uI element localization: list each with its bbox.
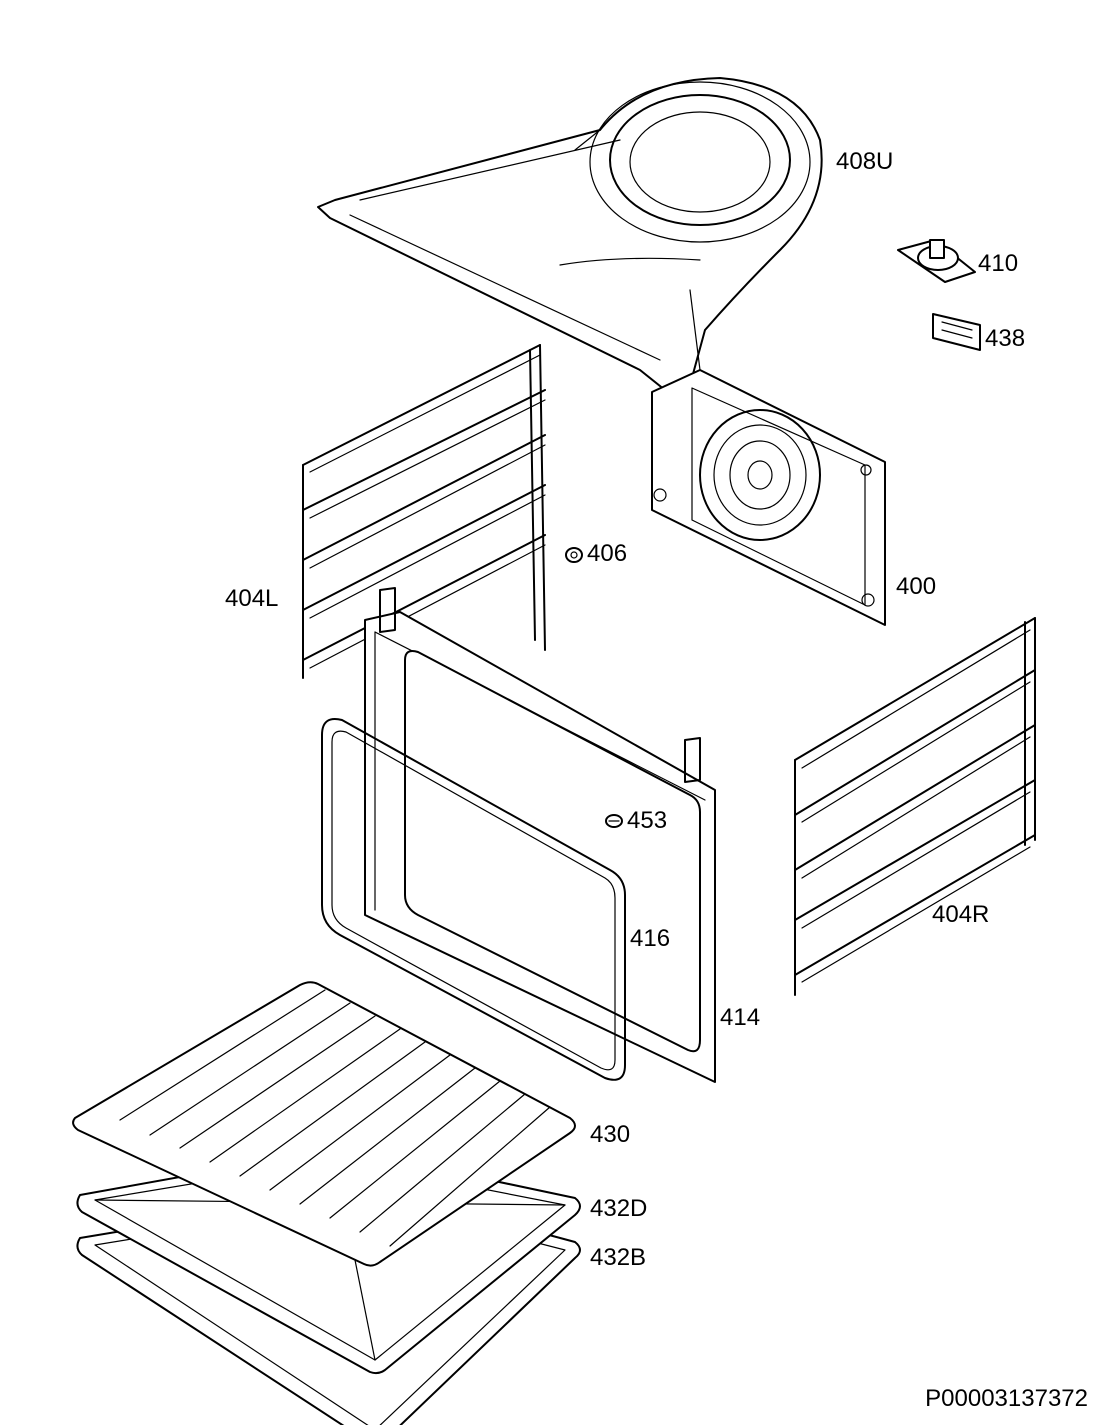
label-416: 416 (630, 925, 671, 952)
part-438-bracket (932, 313, 981, 351)
part-414-oven-frame (364, 587, 716, 1083)
part-406-nut (565, 547, 583, 563)
label-410: 410 (978, 250, 1019, 277)
part-430-wire-rack (72, 981, 576, 1267)
part-453-screw (605, 814, 623, 828)
drawing-code: P00003137372 (925, 1385, 1088, 1412)
part-416-door-gasket (321, 718, 626, 1081)
label-414: 414 (720, 1004, 761, 1031)
label-404R: 404R (932, 901, 990, 928)
label-400: 400 (896, 573, 937, 600)
label-438: 438 (985, 325, 1026, 352)
label-406: 406 (587, 540, 628, 567)
part-404L-left-shelf-rail (302, 344, 546, 679)
label-453: 453 (627, 807, 668, 834)
part-404R-right-shelf-rail (794, 617, 1036, 996)
label-432B: 432B (590, 1244, 647, 1271)
label-432D: 432D (590, 1195, 648, 1222)
label-404L: 404L (225, 585, 279, 612)
part-400-back-panel-fan (651, 369, 886, 626)
label-408U: 408U (836, 148, 894, 175)
part-410-motor-mount (897, 239, 976, 283)
part-408U-fan-cover (317, 77, 823, 391)
label-430: 430 (590, 1121, 631, 1148)
